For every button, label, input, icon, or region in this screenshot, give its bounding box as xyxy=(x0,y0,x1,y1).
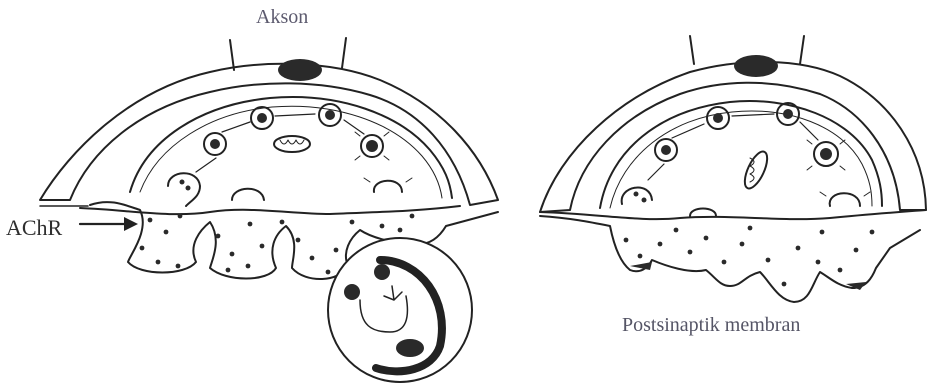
axon-label: Akson xyxy=(256,6,308,29)
left-junction xyxy=(40,38,498,279)
left-schwann-nucleus xyxy=(278,59,322,81)
right-presynaptic-membrane xyxy=(540,210,926,219)
left-vesicles xyxy=(196,104,389,172)
right-release-sites xyxy=(622,188,870,216)
achr-label: AChR xyxy=(6,215,62,241)
right-schwann-cell xyxy=(540,62,926,212)
zoom-inset xyxy=(328,238,472,382)
right-postsynaptic-membrane xyxy=(540,216,920,302)
right-junction xyxy=(540,36,926,302)
left-presynaptic-membrane xyxy=(80,206,460,214)
left-schwann-cell xyxy=(40,64,498,205)
left-axon-terminal xyxy=(130,97,452,198)
achr-arrowhead xyxy=(124,217,138,231)
right-axon-terminal xyxy=(600,101,882,208)
postsynaptic-membrane-label: Postsinaptik membran xyxy=(622,314,800,337)
right-schwann-nucleus xyxy=(734,55,778,77)
left-release-sites xyxy=(168,173,412,206)
